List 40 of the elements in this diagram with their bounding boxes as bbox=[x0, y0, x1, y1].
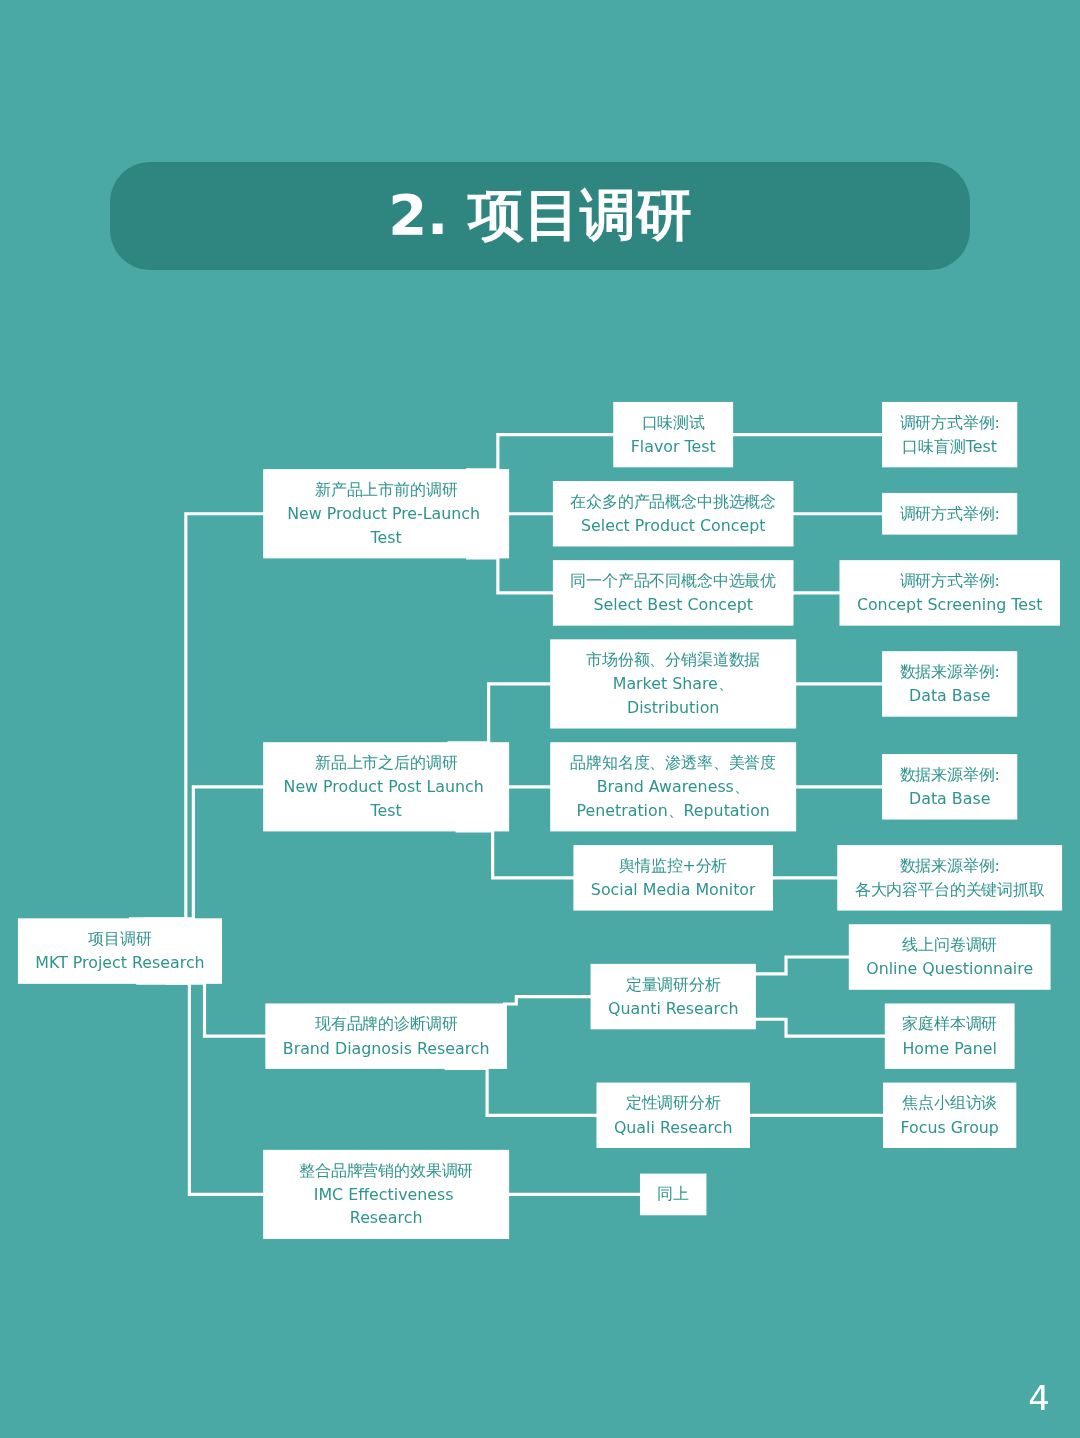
node-box: 品牌知名度、渗透率、美誉度 Brand Awareness、Penetration、Reputation bbox=[550, 741, 797, 831]
node-box: 市场份额、分销渠道数据 Market Share、Distribution bbox=[550, 638, 797, 729]
connector bbox=[136, 981, 264, 1196]
connector bbox=[795, 784, 883, 788]
node-box: 新产品上市前的调研 New Product Pre-Launch Test bbox=[263, 468, 510, 558]
connector bbox=[508, 511, 554, 515]
connector bbox=[793, 590, 840, 595]
node-box: 调研方式举例: 口味盲测Test bbox=[882, 401, 1018, 467]
connector bbox=[755, 1017, 886, 1038]
title-banner: 2. 项目调研 bbox=[110, 162, 970, 270]
connector bbox=[749, 1113, 884, 1117]
connector bbox=[755, 954, 850, 976]
node-box: 调研方式举例: bbox=[882, 492, 1018, 535]
node-box: 整合品牌营销的效果调研 IMC Effectiveness Research bbox=[263, 1149, 510, 1239]
node-box: 舆情监控+分析 Social Media Monitor bbox=[573, 844, 773, 911]
node-box: 数据来源举例: 各大内容平台的关键词抓取 bbox=[837, 844, 1063, 911]
connector bbox=[772, 875, 838, 879]
connector bbox=[444, 1066, 597, 1117]
node-box: 同一个产品不同概念中选最优 Select Best Concept bbox=[552, 559, 794, 626]
connector bbox=[795, 681, 883, 686]
node-box: 口味测试 Flavor Test bbox=[613, 401, 734, 467]
node-box: 数据来源举例: Data Base bbox=[882, 650, 1018, 717]
connector bbox=[793, 511, 883, 515]
connector bbox=[508, 1192, 641, 1196]
node-box: 焦点小组访谈 Focus Group bbox=[883, 1082, 1017, 1148]
connector bbox=[508, 784, 551, 788]
page-number: 4 bbox=[1028, 1378, 1050, 1418]
node-box: 在众多的产品概念中挑选概念 Select Product Concept bbox=[552, 480, 794, 546]
node-box: 调研方式举例: Concept Screening Test bbox=[839, 559, 1060, 626]
node-box: 新品上市之后的调研 New Product Post Launch Test bbox=[263, 741, 510, 831]
node-box: 定性调研分析 Quali Research bbox=[596, 1082, 750, 1148]
node-box: 家庭样本调研 Home Panel bbox=[884, 1002, 1015, 1069]
node-box: 数据来源举例: Data Base bbox=[882, 753, 1018, 820]
node-box: 同上 bbox=[639, 1173, 707, 1215]
connector bbox=[502, 994, 592, 1006]
node-box: 定量调研分析 Quanti Research bbox=[590, 963, 756, 1029]
node-box: 线上问卷调研 Online Questionnaire bbox=[848, 923, 1051, 990]
node-box: 现有品牌的诊断调研 Brand Diagnosis Research bbox=[265, 1002, 507, 1069]
connector bbox=[732, 432, 883, 436]
node-box: 项目调研 MKT Project Research bbox=[17, 917, 223, 984]
